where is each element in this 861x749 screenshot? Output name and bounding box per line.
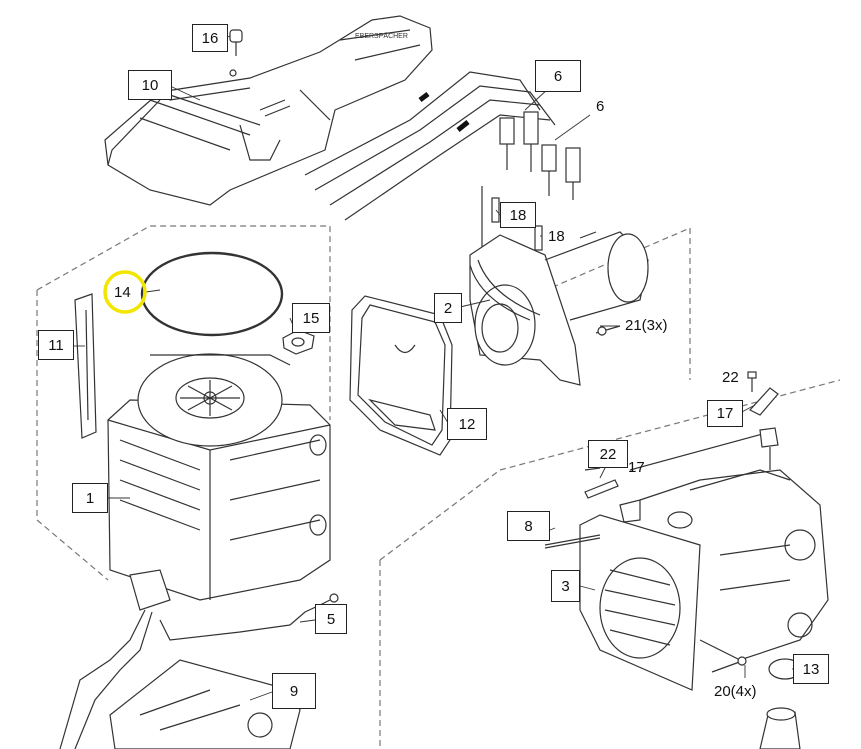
o-ring-14-part: [140, 251, 284, 337]
nozzle-part: [759, 707, 801, 749]
callout-18-lower: 18: [548, 228, 565, 245]
callout-17-lower: 17: [628, 459, 645, 476]
screw-16-part: [229, 29, 243, 56]
callout-3: 3: [551, 570, 580, 602]
wiring-part: [59, 569, 339, 749]
control-unit-part: [107, 353, 331, 601]
callout-5: 5: [315, 604, 347, 634]
clip-17-upper-part: [747, 371, 779, 416]
callout-12: 12: [447, 408, 487, 440]
callout-6-upper: 6: [535, 60, 581, 92]
gasket-12-part: [349, 295, 453, 456]
sensor-11-part: [74, 293, 97, 439]
cover-part: EBERSPÄCHER: [104, 15, 433, 206]
motor-part: [469, 231, 649, 386]
callout-9: 9: [272, 673, 316, 709]
highlight-circle: [103, 270, 147, 314]
callout-16: 16: [192, 24, 228, 52]
callout-11: 11: [38, 330, 74, 360]
svg-text:EBERSPÄCHER: EBERSPÄCHER: [355, 32, 408, 40]
base-plate-part: [109, 659, 301, 749]
callout-10: 10: [128, 70, 172, 100]
grommet-15-part: [282, 329, 315, 355]
callout-22-lower: 22: [588, 440, 628, 468]
cable-bundle: [304, 71, 556, 221]
callout-14: 14: [114, 284, 131, 301]
screw-21-part: [595, 325, 621, 336]
connector-6-part: [499, 111, 581, 200]
callout-20: 20(4x): [714, 683, 757, 700]
callout-18-upper: 18: [500, 202, 536, 228]
heat-exchanger-part: [579, 469, 829, 691]
callout-1: 1: [72, 483, 108, 513]
rod-8-part: [544, 534, 601, 549]
callout-21: 21(3x): [625, 317, 668, 334]
pin-18-part: [481, 186, 543, 255]
callout-15: 15: [292, 303, 330, 333]
callout-22-upper: 22: [722, 369, 739, 386]
callout-2: 2: [434, 293, 462, 323]
callout-6-lower: 6: [596, 98, 605, 115]
callout-8: 8: [507, 511, 550, 541]
clip-17-part: [584, 427, 779, 523]
screw-20-part: [711, 656, 747, 673]
callout-13: 13: [793, 654, 829, 684]
callout-17-upper: 17: [707, 400, 743, 427]
